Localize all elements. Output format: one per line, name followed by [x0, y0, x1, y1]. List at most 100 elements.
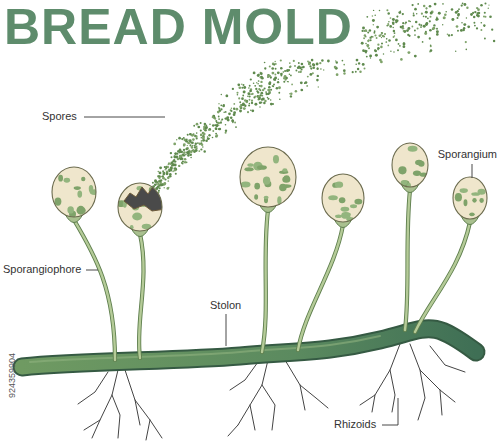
spore-spot [132, 213, 142, 221]
spore [218, 116, 220, 118]
spore [274, 61, 276, 63]
spore [372, 15, 374, 17]
spore-spot [335, 182, 343, 188]
sporangium-outline [322, 174, 364, 222]
stolon-outline [22, 329, 476, 367]
spore [312, 72, 314, 74]
spore [222, 105, 225, 108]
spore [382, 35, 384, 37]
spore [362, 27, 365, 30]
spore [157, 183, 160, 186]
spore [189, 133, 191, 135]
spore [392, 23, 394, 25]
spore [436, 18, 439, 21]
spore [166, 187, 169, 190]
spore [382, 35, 384, 37]
spore [279, 98, 281, 100]
spore [343, 64, 345, 66]
spore [413, 13, 415, 15]
spore [386, 38, 388, 40]
spore [249, 103, 251, 105]
spore [184, 158, 187, 161]
spore [159, 171, 162, 174]
spore [278, 78, 279, 79]
spore [243, 86, 246, 89]
spore [312, 63, 315, 66]
spore [442, 3, 444, 5]
sporangiophores [74, 190, 470, 360]
spore [190, 141, 192, 143]
spore [225, 124, 227, 126]
spore [173, 169, 175, 171]
spore [253, 72, 256, 75]
spore [392, 18, 395, 21]
spore [313, 63, 315, 65]
spore [295, 90, 297, 92]
spore [152, 182, 154, 184]
spore [277, 72, 279, 74]
spore [387, 24, 389, 26]
spore [336, 73, 339, 76]
spore [195, 149, 198, 152]
spore [265, 93, 267, 95]
spore [179, 165, 180, 166]
spore [377, 44, 379, 46]
spore [366, 56, 368, 58]
spore [187, 145, 188, 146]
spore [379, 10, 381, 12]
spore [493, 40, 495, 42]
sporangium-outline [453, 177, 487, 219]
spore [420, 26, 422, 28]
spore [218, 125, 219, 126]
spore [356, 59, 359, 62]
spore-spots [55, 175, 100, 218]
spore [238, 86, 241, 89]
spore [261, 76, 263, 78]
spore [161, 184, 163, 186]
spore [306, 85, 308, 87]
spore-spot [328, 195, 338, 200]
spore-spot [282, 176, 290, 182]
spore-spot [89, 185, 94, 192]
sporangiophore-outline [139, 234, 144, 358]
spore [267, 97, 269, 99]
spore [268, 74, 271, 77]
spore [272, 62, 275, 65]
spore [427, 17, 429, 19]
spore [477, 15, 480, 18]
spore [208, 128, 211, 131]
spore [168, 163, 170, 165]
spore-spot [64, 178, 70, 183]
spore [258, 80, 260, 82]
spore [392, 21, 395, 24]
spore [392, 27, 393, 28]
spore [457, 30, 459, 32]
spore [361, 30, 363, 32]
spore [257, 91, 259, 93]
leader-line [84, 117, 165, 118]
spore [272, 86, 274, 88]
spore [381, 37, 382, 38]
sporangium-body [322, 174, 364, 222]
spore [188, 139, 190, 141]
spore [278, 86, 281, 89]
spore [232, 122, 234, 124]
spore [461, 4, 463, 6]
spore [216, 134, 219, 137]
spore [386, 9, 388, 11]
spore [194, 145, 196, 147]
spore [214, 118, 216, 120]
watermark: 924359904 [7, 353, 17, 398]
spore [159, 166, 162, 169]
spore [414, 55, 417, 58]
spore [433, 24, 435, 26]
spore [254, 85, 256, 87]
spore [423, 16, 425, 18]
spore [370, 57, 371, 58]
spore [262, 95, 264, 97]
leader-line [86, 270, 98, 271]
spore [256, 82, 257, 83]
spore [242, 95, 244, 97]
spore [251, 102, 253, 104]
spore-spot [471, 192, 480, 196]
